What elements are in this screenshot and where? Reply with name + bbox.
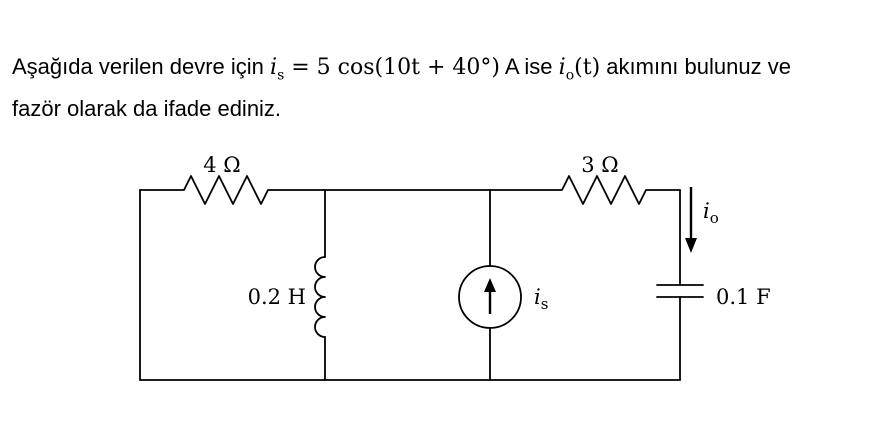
source-current-variable: i (534, 285, 541, 309)
output-current-subscript: o (710, 209, 719, 227)
problem-statement: Aşağıda verilen devre için is = 5 cos(10… (12, 50, 862, 125)
right-resistor-label: 3 Ω (581, 153, 618, 177)
current-source-circle (458, 265, 522, 329)
inductor-label: 0.2 H (248, 285, 306, 309)
problem-text-line2: fazör olarak da ifade ediniz. (12, 96, 282, 122)
problem-text-prefix: Aşağıda verilen devre için (12, 54, 271, 79)
problem-text-mid: A ise (499, 54, 559, 79)
inductor-coil (314, 256, 326, 338)
output-current-arrow-head (685, 238, 697, 253)
left-resistor-label: 4 Ω (203, 153, 240, 177)
output-current-variable: i (703, 199, 710, 223)
math-io-expression: io(t) (558, 55, 601, 84)
capacitor-plates (656, 284, 704, 298)
math-is-expression: is = 5 cos(10t + 40°) (270, 55, 500, 84)
source-current-label: is (534, 285, 548, 313)
math-is-equation: = 5 cos(10t + 40°) (284, 55, 500, 80)
source-current-subscript: s (541, 295, 549, 313)
math-is-subscript: s (277, 67, 285, 84)
problem-text-suffix: akımını bulunuz ve (600, 54, 791, 79)
math-io-subscript: o (565, 67, 575, 84)
capacitor-label: 0.1 F (716, 285, 771, 309)
math-io-variable: i (558, 55, 566, 80)
output-current-label: io (703, 199, 719, 227)
math-io-argument: (t) (574, 55, 601, 80)
current-source-arrow-head (484, 278, 496, 292)
math-is-variable: i (270, 55, 278, 80)
top-wire-with-resistors (139, 175, 681, 205)
